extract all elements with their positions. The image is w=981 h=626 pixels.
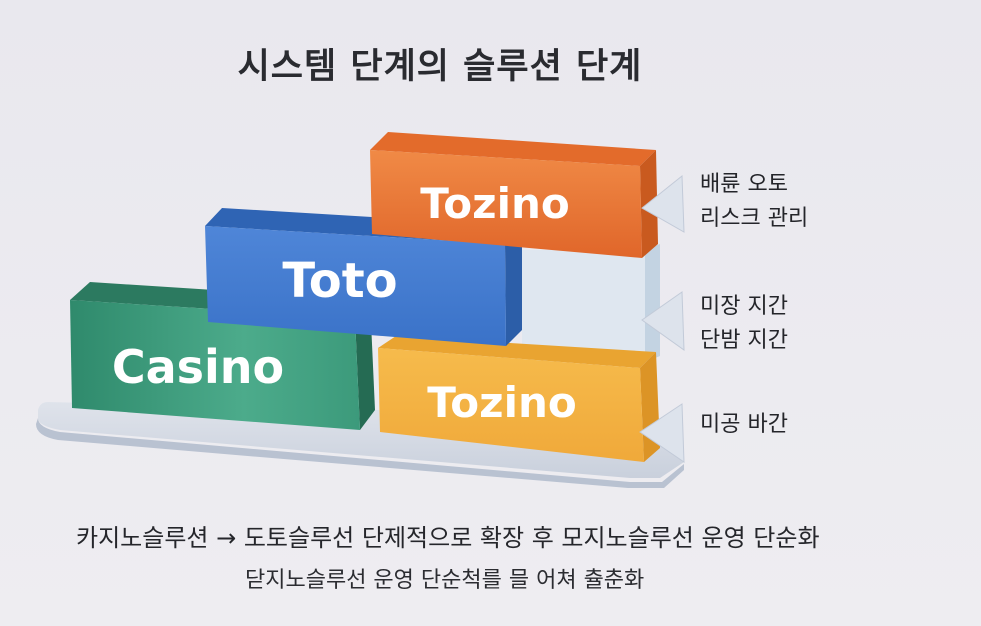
block-bottom-tozino: Tozino xyxy=(378,336,660,462)
side-label-3-line-1: 미공 바간 xyxy=(700,412,788,437)
block-casino-label: Casino xyxy=(112,340,284,394)
side-label-3: 미공 바간 xyxy=(700,408,788,442)
footer-caption-line-2: 닫지노슬루선 운영 단순척를 믈 어쳐 츌춘화 xyxy=(245,568,645,593)
side-label-1-line-1: 배륜 오토 xyxy=(700,172,788,197)
side-label-2-line-2: 단밤 지간 xyxy=(700,328,788,353)
side-label-1: 배륜 오토 리스크 관리 xyxy=(700,168,808,236)
placeholder-block xyxy=(522,244,660,362)
block-top-tozino-label: Tozino xyxy=(420,179,570,228)
pointer-arrow-2 xyxy=(641,291,685,351)
base-platform xyxy=(36,402,684,488)
pointer-arrow-1 xyxy=(641,174,685,233)
block-toto-label: Toto xyxy=(282,253,397,309)
side-label-1-line-2: 리스크 관리 xyxy=(700,206,809,231)
side-label-2: 미장 지간 단밤 지간 xyxy=(700,290,788,358)
pointer-arrow-3 xyxy=(639,403,685,463)
block-casino: Casino xyxy=(70,282,375,430)
block-bottom-tozino-label: Tozino xyxy=(427,378,577,427)
side-label-2-line-1: 미장 지간 xyxy=(700,294,788,319)
diagram-title: 시스템 단계의 슬루션 단계 xyxy=(237,47,643,87)
footer-caption-line-1: 카지노슬루션 → 도토슬루선 단제적으로 확장 후 모지노슬루선 운영 단순화 xyxy=(76,524,820,552)
